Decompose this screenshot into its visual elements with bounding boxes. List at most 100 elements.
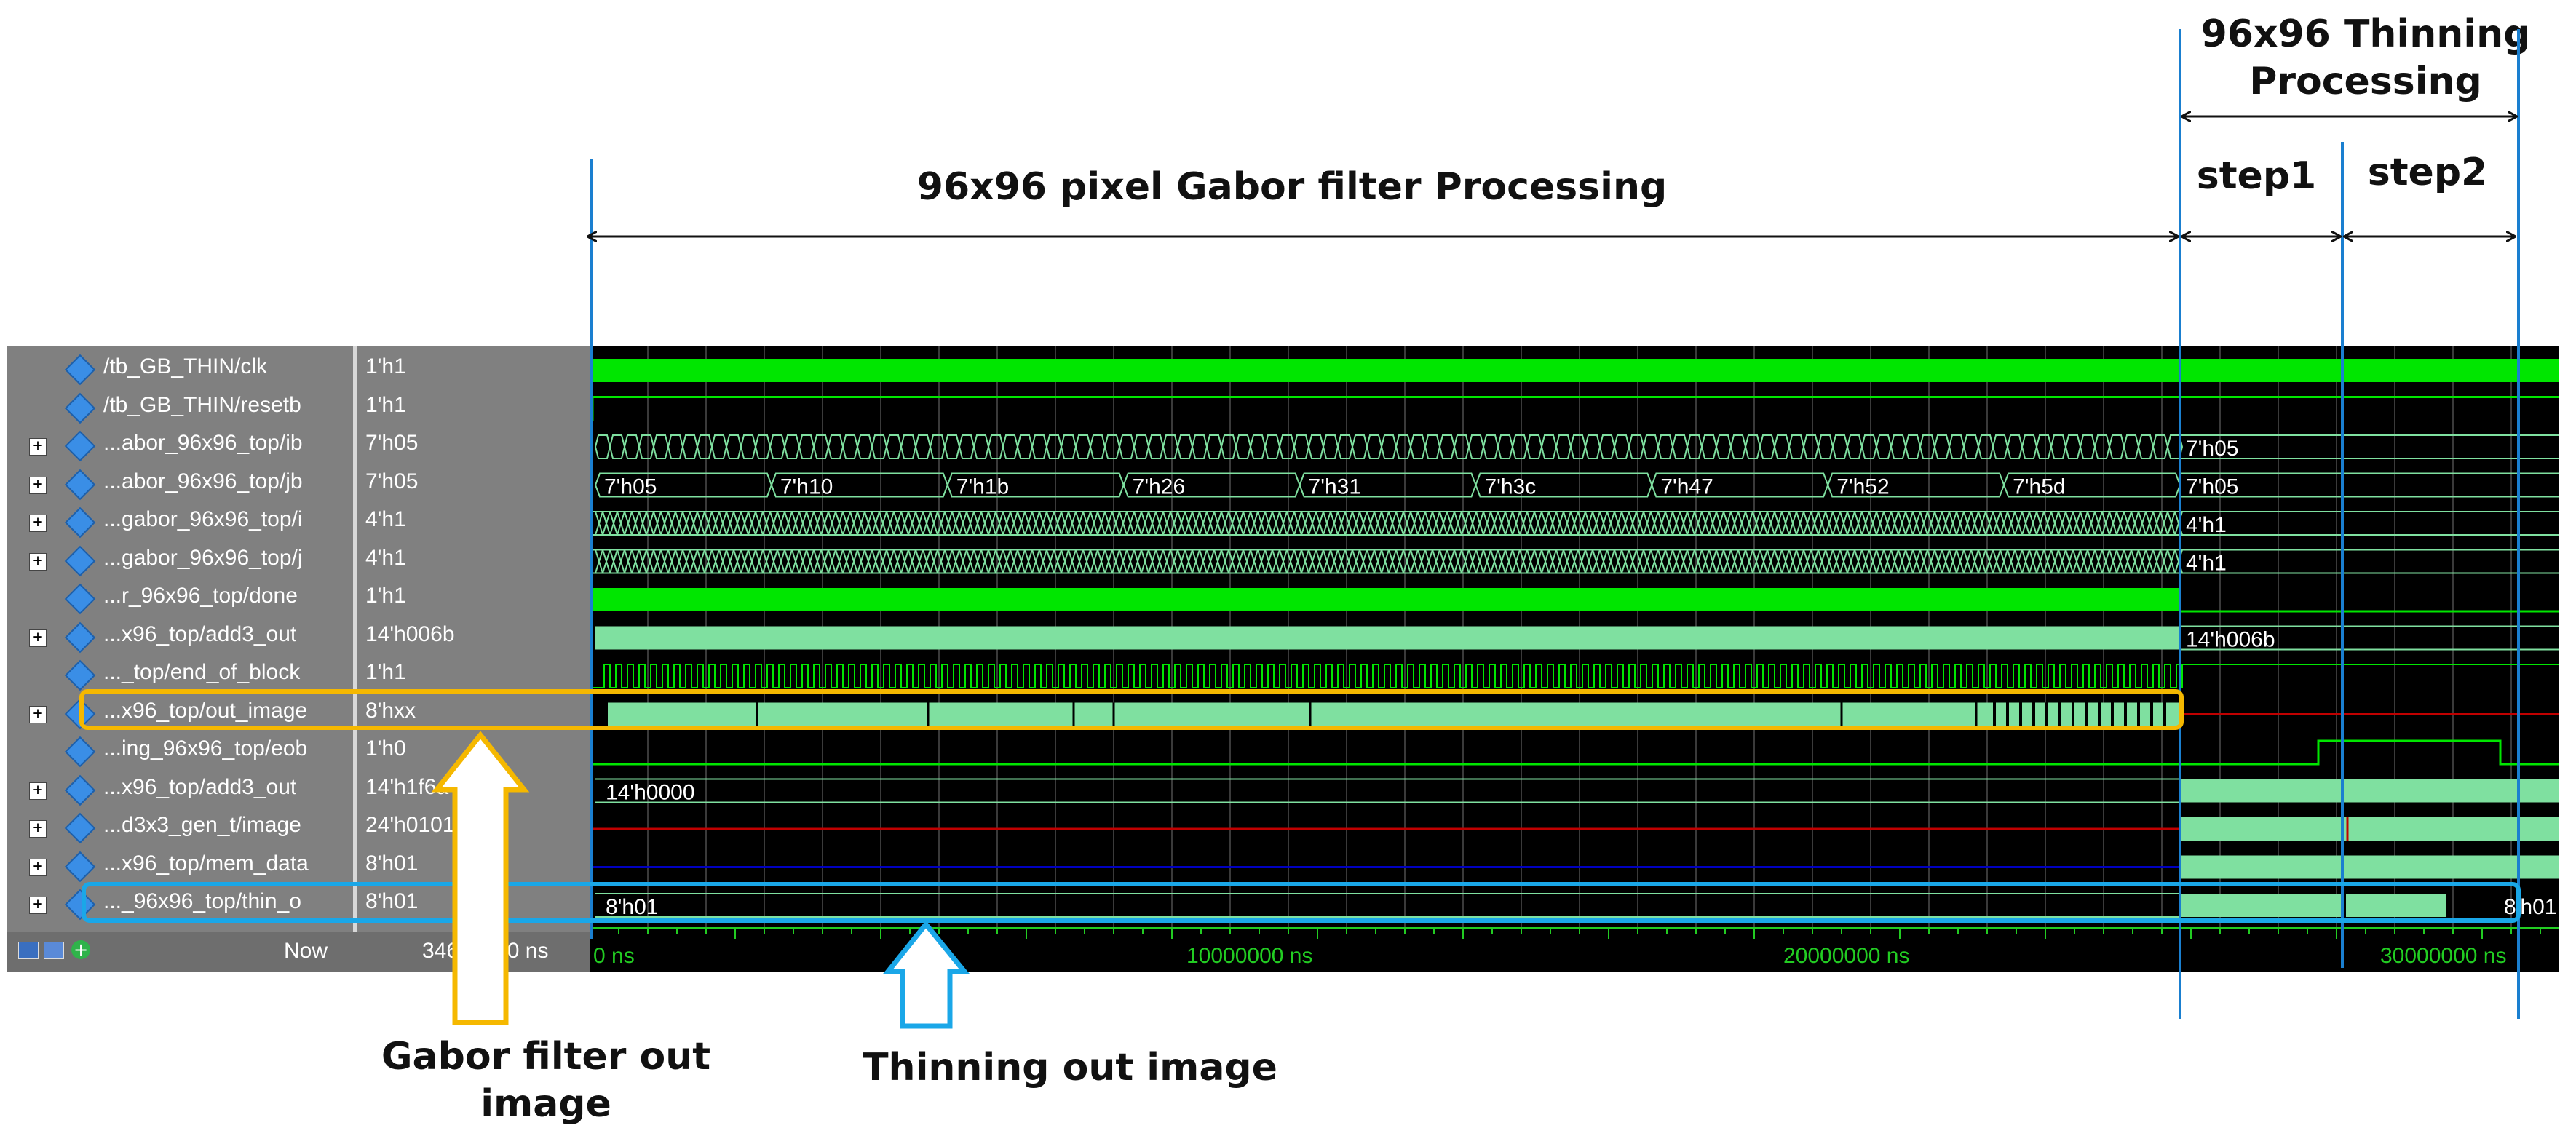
expand-icon[interactable]: + xyxy=(29,782,47,800)
waveform-area[interactable]: 7'h05 7'h05 7'h10 7'h1b 7'h26 7'h31 7'h3c 7'h47… xyxy=(589,346,2559,972)
settings-icon[interactable] xyxy=(44,942,64,959)
signal-name: ...x96_top/out_image xyxy=(103,698,308,723)
add-cursor-icon[interactable]: + xyxy=(71,940,90,959)
signal-value: 7'h05 xyxy=(365,431,419,455)
add3-bus-wave xyxy=(595,626,2180,650)
j-bus-tail xyxy=(2180,549,2559,574)
thin-o-active-step2 xyxy=(2346,894,2446,917)
signal-value: 1'h1 xyxy=(365,392,406,417)
thin-o-active-step1 xyxy=(2180,894,2342,917)
ib-bus-wave xyxy=(594,434,2184,459)
add3-end-value: 14'h006b xyxy=(2186,628,2275,652)
expand-icon[interactable]: + xyxy=(29,705,47,723)
jb-bus-value: 7'h52 xyxy=(1836,475,1889,499)
signal-name: /tb_GB_THIN/resetb xyxy=(103,392,301,417)
signal-name: ...x96_top/add3_out xyxy=(103,774,297,799)
signal-row[interactable]: + ...gabor_96x96_top/j 4'h1 xyxy=(7,543,590,581)
gabor-out-pointer-arrow xyxy=(431,731,530,1025)
out-image-bus-wave xyxy=(608,702,2180,726)
j-end-value: 4'h1 xyxy=(2186,552,2227,576)
mem-data-bus-active xyxy=(2180,855,2559,879)
jb-bus-value: 7'h05 xyxy=(604,475,657,499)
jb-bus-value: 7'h3c xyxy=(1484,475,1536,499)
signal-row[interactable]: /tb_GB_THIN/resetb 1'h1 xyxy=(7,390,590,428)
jb-bus-value: 7'h10 xyxy=(780,475,833,499)
jb-bus-tail xyxy=(2180,472,2559,498)
ib-bus-tail xyxy=(2180,434,2559,459)
thin-o-end-value: 8'h01 xyxy=(2504,895,2556,919)
thinning-out-image-label: Thinning out image xyxy=(863,1046,1277,1089)
signal-name: ...d3x3_gen_t/image xyxy=(103,813,301,837)
signal-row[interactable]: + ...x96_top/mem_data 8'h01 xyxy=(7,849,590,886)
expand-icon[interactable]: + xyxy=(29,515,47,532)
signal-value: 1'h0 xyxy=(365,736,406,760)
expand-icon[interactable]: + xyxy=(29,552,47,571)
zoom-tools-icon[interactable] xyxy=(18,942,39,959)
j-bus-wave xyxy=(595,549,2183,573)
signal-name: ...r_96x96_top/done xyxy=(103,584,298,608)
expand-icon[interactable]: + xyxy=(29,858,47,876)
signal-name: ...gabor_96x96_top/i xyxy=(103,507,303,531)
signal-row[interactable]: + ...abor_96x96_top/ib 7'h05 xyxy=(7,428,590,466)
eob-wave xyxy=(590,739,2559,766)
add3-thin-start-value: 14'h0000 xyxy=(606,781,695,805)
ib-end-value: 7'h05 xyxy=(2186,437,2238,461)
signal-value: 4'h1 xyxy=(365,545,406,570)
i-bus-wave xyxy=(595,511,2183,536)
image-bus-active xyxy=(2180,817,2559,841)
signal-name: ...x96_top/add3_out xyxy=(103,621,297,646)
expand-icon[interactable]: + xyxy=(29,629,47,647)
thin-o-start-value: 8'h01 xyxy=(606,895,658,919)
signal-value: 8'hxx xyxy=(365,698,416,723)
signal-value-column xyxy=(353,346,593,972)
signal-name: ...gabor_96x96_top/j xyxy=(103,545,303,570)
signal-row[interactable]: + ...x96_top/out_image 8'hxx xyxy=(7,696,590,734)
expand-icon[interactable]: + xyxy=(29,438,47,456)
jb-bus-value: 7'h47 xyxy=(1660,475,1713,499)
signal-value: 8'h01 xyxy=(365,889,419,913)
annotation-overlay xyxy=(79,29,2521,1029)
add3-thin-active xyxy=(2180,779,2559,803)
signal-row[interactable]: + ...x96_top/add3_out 14'h006b xyxy=(7,619,590,657)
gabor-processing-title: 96x96 pixel Gabor filter Processing xyxy=(916,165,1668,209)
jb-bus-value: 7'h1b xyxy=(956,475,1009,499)
thin-o-bus-wave xyxy=(595,893,2180,918)
end-of-block-wave xyxy=(590,664,2559,688)
step1-label: step1 xyxy=(2196,154,2317,198)
jb-bus-value: 7'h31 xyxy=(1309,475,1361,499)
signal-value: 14'h006b xyxy=(365,621,455,646)
add3-thin-bus-wave xyxy=(595,778,2180,803)
signal-value: 4'h1 xyxy=(365,507,406,531)
time-tick-label: 0 ns xyxy=(593,944,635,968)
signal-row[interactable]: ...r_96x96_top/done 1'h1 xyxy=(7,581,590,619)
i-bus-rails xyxy=(590,511,2180,536)
signal-value: 1'h1 xyxy=(365,354,406,378)
j-bus-rails xyxy=(590,549,2180,574)
jb-end-value: 7'h05 xyxy=(2186,475,2238,499)
time-tick-label: 30000000 ns xyxy=(2380,944,2507,968)
time-tick-label: 20000000 ns xyxy=(1783,944,1910,968)
clk-wave xyxy=(590,359,2559,382)
expand-icon[interactable]: + xyxy=(29,476,47,494)
signal-name: ...x96_top/mem_data xyxy=(103,851,309,875)
expand-icon[interactable]: + xyxy=(29,820,47,838)
signal-value: 7'h05 xyxy=(365,469,419,493)
thinning-out-pointer-arrow xyxy=(882,920,970,1029)
thinning-out-image-highlight xyxy=(82,882,2521,923)
signal-name: ...abor_96x96_top/ib xyxy=(103,431,303,455)
signal-value: 1'h1 xyxy=(365,584,406,608)
thinning-processing-title: 96x96 Thinning Processing xyxy=(2200,12,2531,103)
i-end-value: 4'h1 xyxy=(2186,513,2227,537)
jb-bus-value: 7'h26 xyxy=(1133,475,1185,499)
signal-name: ..._top/end_of_block xyxy=(103,660,301,684)
expand-icon[interactable]: + xyxy=(29,897,47,914)
signal-row[interactable]: + ...gabor_96x96_top/i 4'h1 xyxy=(7,504,590,542)
signal-value: 8'h01 xyxy=(365,851,419,875)
jb-bus-value: 7'h5d xyxy=(2013,475,2065,499)
